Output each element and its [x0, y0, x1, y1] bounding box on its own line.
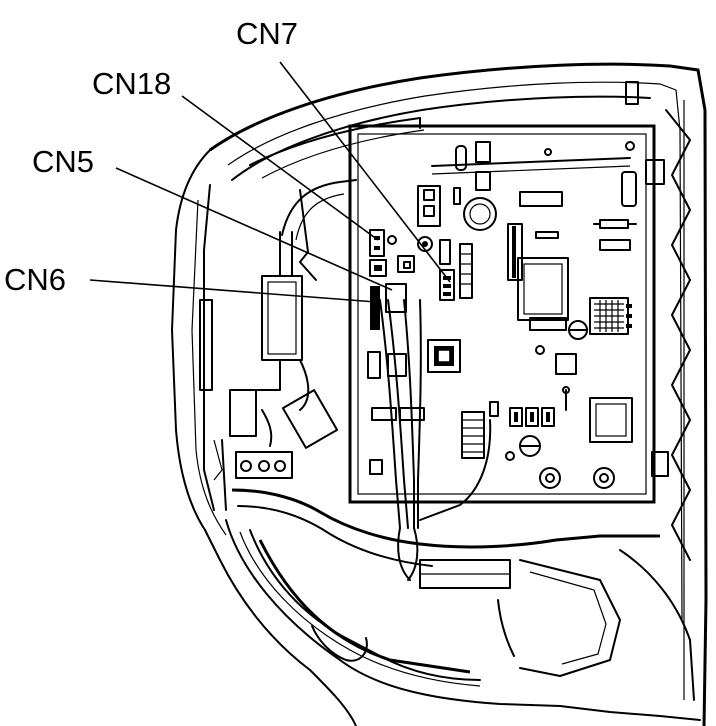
label-cn18: CN18	[92, 66, 171, 101]
grid-chip-pattern	[594, 300, 624, 332]
leader-cn6	[89, 279, 377, 303]
leader-cn7	[279, 61, 451, 283]
leader-cn18	[181, 95, 379, 241]
pcb-board	[348, 124, 656, 504]
cn5-connector	[385, 283, 407, 313]
label-cn6: CN6	[4, 262, 66, 297]
label-cn7: CN7	[236, 16, 298, 51]
leader-cn5	[115, 167, 393, 291]
callout-leaders	[89, 61, 451, 303]
pcb-components	[367, 185, 637, 489]
top-channel	[249, 117, 425, 281]
label-cn5: CN5	[32, 144, 94, 179]
left-wiring	[221, 231, 339, 511]
cable-harness	[379, 299, 492, 581]
connector-labels: CN7 CN18 CN5 CN6	[4, 16, 298, 297]
bottom-assembly	[225, 488, 701, 721]
cn6-connector	[370, 286, 380, 330]
